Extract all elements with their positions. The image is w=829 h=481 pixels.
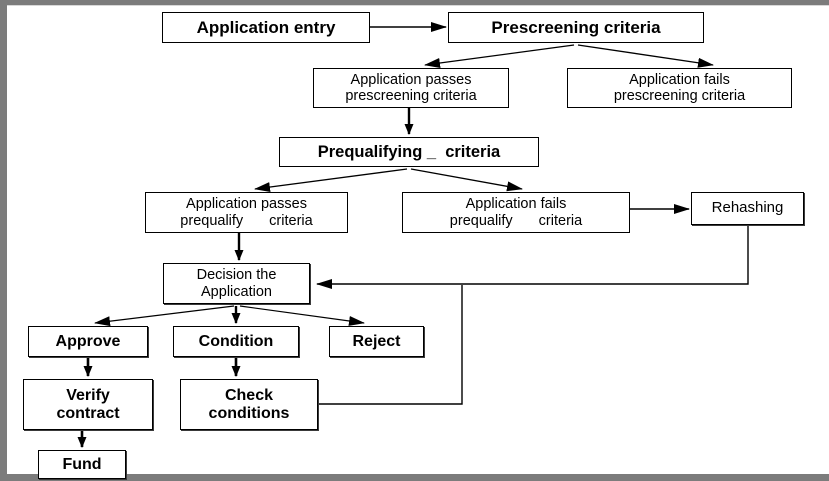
node-label-line2: prequalify criteria [450, 213, 582, 229]
node-label: Prequalifying _ criteria [317, 142, 501, 161]
node-label-line2-part1: prequalify [180, 212, 244, 229]
node-approve[interactable]: Approve [28, 326, 148, 357]
node-label-line1: Verify [66, 386, 110, 404]
node-label-line2: contract [56, 404, 120, 422]
node-label-line2: conditions [208, 404, 290, 422]
node-label-line1: Application fails [629, 71, 730, 88]
node-label-line2-part2: criteria [538, 212, 583, 229]
frame-inner-hairline [7, 5, 829, 6]
node-label-stack: Application fails prescreening criteria [614, 72, 745, 104]
edge-prescreening-to-fail [577, 44, 714, 68]
node-label: Prescreening criteria [491, 17, 661, 37]
node-label-line2: prequalify criteria [180, 213, 312, 229]
node-label-stack: Application passes prequalify criteria [180, 196, 312, 228]
frame-border-bottom [0, 474, 829, 481]
edge-prequalifying-to-fail [410, 168, 523, 192]
frame-border-top [0, 0, 829, 5]
node-application-passes-prequalify[interactable]: Application passes prequalify criteria [145, 192, 348, 233]
node-label-stack: Application fails prequalify criteria [450, 196, 582, 228]
node-fund[interactable]: Fund [38, 450, 126, 479]
node-label: Reject [352, 332, 401, 350]
node-label: Approve [55, 332, 121, 350]
node-label-line2: prescreening criteria [613, 88, 746, 104]
node-application-fails-prescreening[interactable]: Application fails prescreening criteria [567, 68, 792, 108]
node-label-line2-part1: prequalify [449, 212, 513, 229]
node-label: Application entry [196, 17, 336, 37]
node-application-passes-prescreening[interactable]: Application passes prescreening criteria [313, 68, 509, 108]
node-label-line2: prescreening criteria [345, 88, 477, 104]
frame-border-left [0, 0, 7, 481]
node-condition[interactable]: Condition [173, 326, 299, 357]
node-label-stack: Check conditions [209, 387, 290, 423]
node-application-fails-prequalify[interactable]: Application fails prequalify criteria [402, 192, 630, 233]
edge-decision-to-reject [239, 305, 365, 326]
node-label: Condition [198, 332, 274, 350]
node-prescreening-criteria[interactable]: Prescreening criteria [448, 12, 704, 43]
node-label: Rehashing [711, 199, 784, 217]
node-label-line2-part2: criteria [269, 212, 313, 229]
node-check-conditions[interactable]: Check conditions [180, 379, 318, 430]
edge-decision-to-approve [94, 305, 235, 327]
node-label: Fund [62, 455, 102, 473]
node-label-line1: Decision the [196, 267, 277, 284]
edge-prescreening-to-pass [424, 44, 575, 68]
node-decision-the-application[interactable]: Decision the Application [163, 263, 310, 304]
edge-rehashing-to-decision [316, 225, 749, 289]
node-label-line1: Application passes [186, 196, 307, 213]
node-application-entry[interactable]: Application entry [162, 12, 370, 43]
node-label-stack: Verify contract [56, 387, 119, 423]
node-label-line1: Check [224, 386, 273, 404]
node-reject[interactable]: Reject [329, 326, 424, 357]
node-label-stack: Decision the Application [197, 267, 277, 299]
node-label-stack: Application passes prescreening criteria [345, 72, 476, 104]
node-label-line1: Application fails [465, 196, 567, 213]
node-label-line1: Application passes [350, 71, 472, 88]
node-prequalifying-criteria[interactable]: Prequalifying _ criteria [279, 137, 539, 167]
node-rehashing[interactable]: Rehashing [691, 192, 804, 225]
edge-prequalifying-to-pass [254, 168, 408, 193]
node-verify-contract[interactable]: Verify contract [23, 379, 153, 430]
node-label-line2: Application [201, 283, 272, 300]
